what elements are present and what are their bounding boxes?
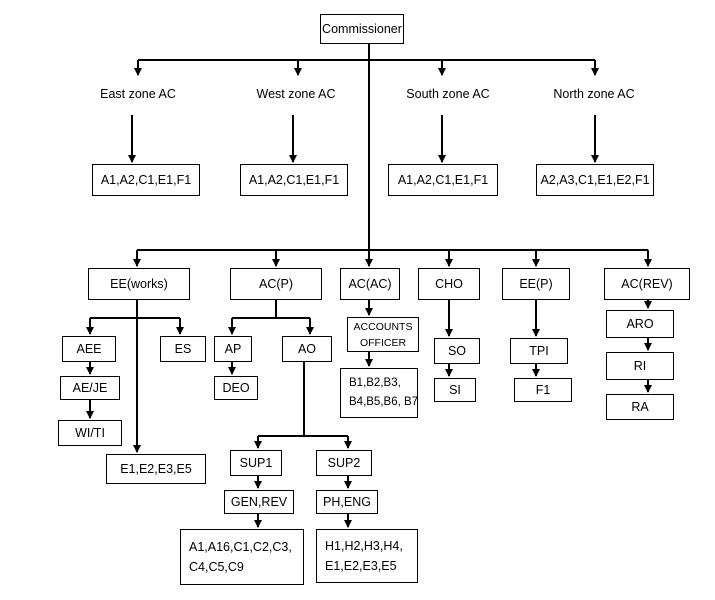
dept-ac-ac-label: AC(AC) [348, 277, 392, 291]
ac-p-sup1-units: A1,A16,C1,C2,C3, C4,C5,C9 [180, 529, 304, 585]
zone-west: West zone AC [246, 76, 346, 112]
ph-eng-label: PH,ENG [323, 495, 371, 509]
zone-west-units: A1,A2,C1,E1,F1 [240, 164, 348, 196]
sup2-label: SUP2 [327, 456, 361, 470]
sup1-units-line-2: C4,C5,C9 [189, 560, 244, 574]
zone-east-units-text: A1,A2,C1,E1,F1 [100, 173, 192, 187]
aee-label: AEE [76, 342, 102, 356]
ap-label: AP [224, 342, 242, 356]
si-label: SI [449, 383, 461, 397]
zone-south-units: A1,A2,C1,E1,F1 [388, 164, 498, 196]
dept-ac-ac: AC(AC) [340, 268, 400, 300]
dept-ac-p-label: AC(P) [258, 277, 294, 291]
dept-ac-rev-label: AC(REV) [621, 277, 673, 291]
zone-east-units: A1,A2,C1,E1,F1 [92, 164, 200, 196]
ee-p-tpi: TPI [510, 338, 568, 364]
ac-p-deo: DEO [214, 376, 258, 400]
ac-p-sup2: SUP2 [316, 450, 372, 476]
zone-south: South zone AC [396, 76, 500, 112]
zone-north-units-text: A2,A3,C1,E1,E2,F1 [540, 173, 650, 187]
ac-p-gen-rev: GEN,REV [224, 490, 294, 514]
es-label: ES [174, 342, 192, 356]
dept-cho: CHO [418, 268, 480, 300]
deo-label: DEO [222, 381, 250, 395]
sup1-units-line-1: A1,A16,C1,C2,C3, [189, 540, 292, 554]
ee-works-ae-je: AE/JE [60, 376, 120, 400]
ee-p-f1: F1 [514, 378, 572, 402]
wi-ti-label: WI/TI [75, 426, 105, 440]
dept-ac-rev: AC(REV) [604, 268, 690, 300]
ac-p-ao: AO [282, 336, 332, 362]
ee-works-units-text: E1,E2,E3,E5 [120, 462, 192, 476]
cho-so: SO [434, 338, 480, 364]
ao-label: AO [297, 342, 317, 356]
aro-label: ARO [626, 317, 654, 331]
sup2-units-line-2: E1,E2,E3,E5 [325, 559, 397, 573]
ac-p-sup2-units: H1,H2,H3,H4, E1,E2,E3,E5 [316, 529, 418, 583]
ra-label: RA [631, 400, 649, 414]
cho-si: SI [434, 378, 476, 402]
sup2-units-line-1: H1,H2,H3,H4, [325, 539, 403, 553]
dept-ee-works: EE(works) [88, 268, 190, 300]
ac-ac-units: B1,B2,B3, B4,B5,B6, B7 [340, 368, 418, 418]
dept-ac-p: AC(P) [230, 268, 322, 300]
zone-west-units-text: A1,A2,C1,E1,F1 [248, 173, 340, 187]
ri-label: RI [633, 359, 647, 373]
ac-rev-ra: RA [606, 394, 674, 420]
zone-north: North zone AC [542, 76, 646, 112]
so-label: SO [447, 344, 467, 358]
zone-north-units: A2,A3,C1,E1,E2,F1 [536, 164, 654, 196]
ee-works-es: ES [160, 336, 206, 362]
commissioner-box: Commissioner [320, 14, 404, 44]
zone-west-label: West zone AC [256, 87, 336, 101]
ee-works-aee: AEE [62, 336, 116, 362]
dept-ee-p: EE(P) [502, 268, 570, 300]
ac-p-ap: AP [214, 336, 252, 362]
sup1-label: SUP1 [239, 456, 273, 470]
ac-p-ph-eng: PH,ENG [316, 490, 378, 514]
ac-p-sup1: SUP1 [230, 450, 282, 476]
ee-works-units: E1,E2,E3,E5 [106, 454, 206, 484]
dept-cho-label: CHO [435, 277, 463, 291]
ee-works-wi-ti: WI/TI [58, 420, 122, 446]
zone-south-units-text: A1,A2,C1,E1,F1 [397, 173, 489, 187]
ac-ac-accounts-officer: ACCOUNTS OFFICER [347, 317, 419, 352]
dept-ee-works-label: EE(works) [110, 277, 168, 291]
dept-ee-p-label: EE(P) [519, 277, 553, 291]
accounts-officer-line-2: OFFICER [359, 336, 407, 349]
tpi-label: TPI [529, 344, 549, 358]
accounts-officer-line-1: ACCOUNTS [353, 320, 413, 333]
ae-je-label: AE/JE [72, 381, 108, 395]
ac-rev-aro: ARO [606, 310, 674, 338]
f1-label: F1 [535, 383, 551, 397]
zone-east-label: East zone AC [100, 87, 176, 101]
ac-ac-units-line-2: B4,B5,B6, B7 [349, 396, 419, 408]
commissioner-label: Commissioner [322, 22, 402, 36]
ac-rev-ri: RI [606, 352, 674, 380]
zone-south-label: South zone AC [406, 87, 490, 101]
zone-north-label: North zone AC [553, 87, 635, 101]
zone-east: East zone AC [88, 76, 188, 112]
ac-ac-units-line-1: B1,B2,B3, [349, 377, 401, 389]
gen-rev-label: GEN,REV [230, 495, 288, 509]
